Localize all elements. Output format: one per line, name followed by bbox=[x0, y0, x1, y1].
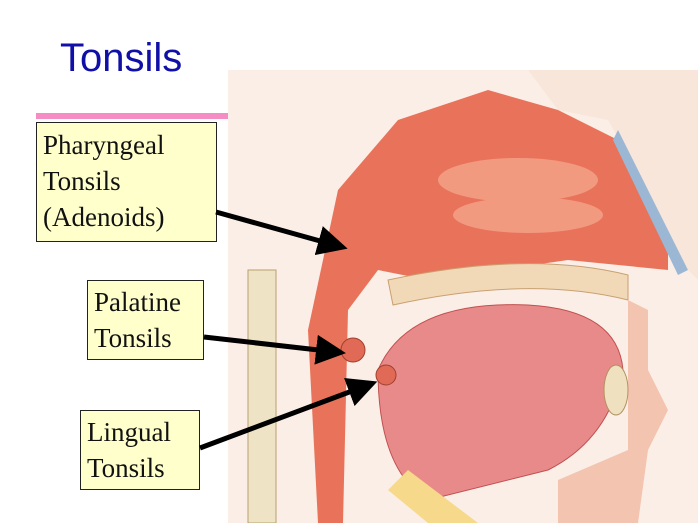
label-line: Palatine bbox=[94, 287, 181, 317]
nasal-cartilage bbox=[613, 130, 688, 275]
label-line: Tonsils bbox=[43, 166, 121, 196]
label-line: Pharyngeal bbox=[43, 130, 165, 160]
lingual-tonsil bbox=[375, 364, 397, 386]
epiglottis bbox=[388, 470, 478, 523]
label-line: Tonsils bbox=[94, 323, 172, 353]
label-line: (Adenoids) bbox=[43, 202, 165, 232]
head-cross-section-illustration bbox=[228, 70, 698, 523]
label-line: Lingual bbox=[87, 417, 171, 447]
palatine-tonsils-label: Palatine Tonsils bbox=[87, 280, 204, 360]
label-line: Tonsils bbox=[87, 453, 165, 483]
lip-chin bbox=[558, 300, 668, 523]
slide-title: Tonsils bbox=[60, 36, 183, 80]
nasal-cavity bbox=[308, 90, 668, 523]
pharyngeal-tonsils-label: Pharyngeal Tonsils (Adenoids) bbox=[36, 122, 217, 242]
lingual-tonsils-label: Lingual Tonsils bbox=[80, 410, 200, 490]
title-underline bbox=[36, 113, 228, 119]
spine bbox=[247, 269, 277, 523]
palatine-tonsil bbox=[340, 337, 366, 363]
nasal-concha bbox=[438, 158, 598, 202]
teeth bbox=[603, 364, 629, 416]
